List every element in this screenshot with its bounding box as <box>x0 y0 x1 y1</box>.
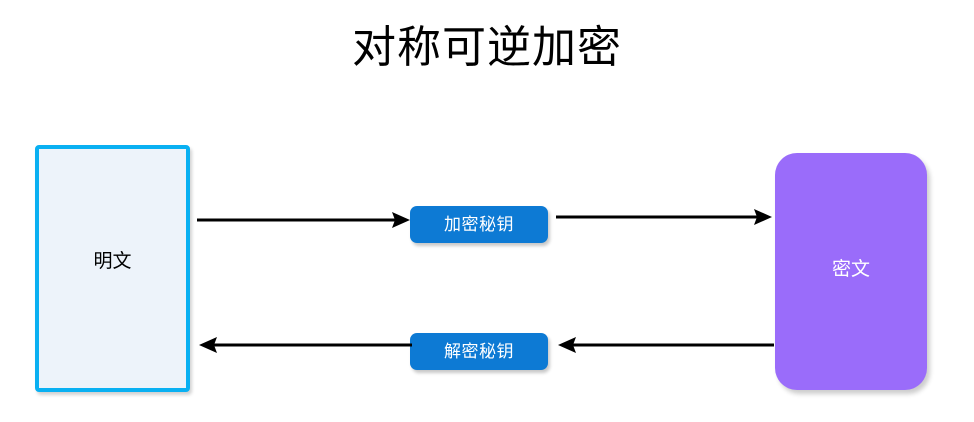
plaintext-node[interactable]: 明文 <box>35 145 190 392</box>
arrow-ciphertext-to-decrypt-key-icon <box>558 337 774 353</box>
plaintext-node-label: 明文 <box>93 250 132 272</box>
decrypt-key-node-label: 解密秘钥 <box>444 341 514 362</box>
decrypt-key-node[interactable]: 解密秘钥 <box>410 333 548 370</box>
arrow-decrypt-key-to-plaintext-icon <box>199 337 412 353</box>
page-title: 对称可逆加密 <box>352 22 622 73</box>
ciphertext-node-label: 密文 <box>831 258 870 280</box>
encrypt-key-node[interactable]: 加密秘钥 <box>410 206 548 243</box>
arrow-encrypt-key-to-ciphertext-icon <box>556 209 772 225</box>
ciphertext-node[interactable]: 密文 <box>775 153 927 390</box>
encrypt-key-node-label: 加密秘钥 <box>444 214 514 235</box>
arrow-plaintext-to-encrypt-key-icon <box>197 212 410 228</box>
